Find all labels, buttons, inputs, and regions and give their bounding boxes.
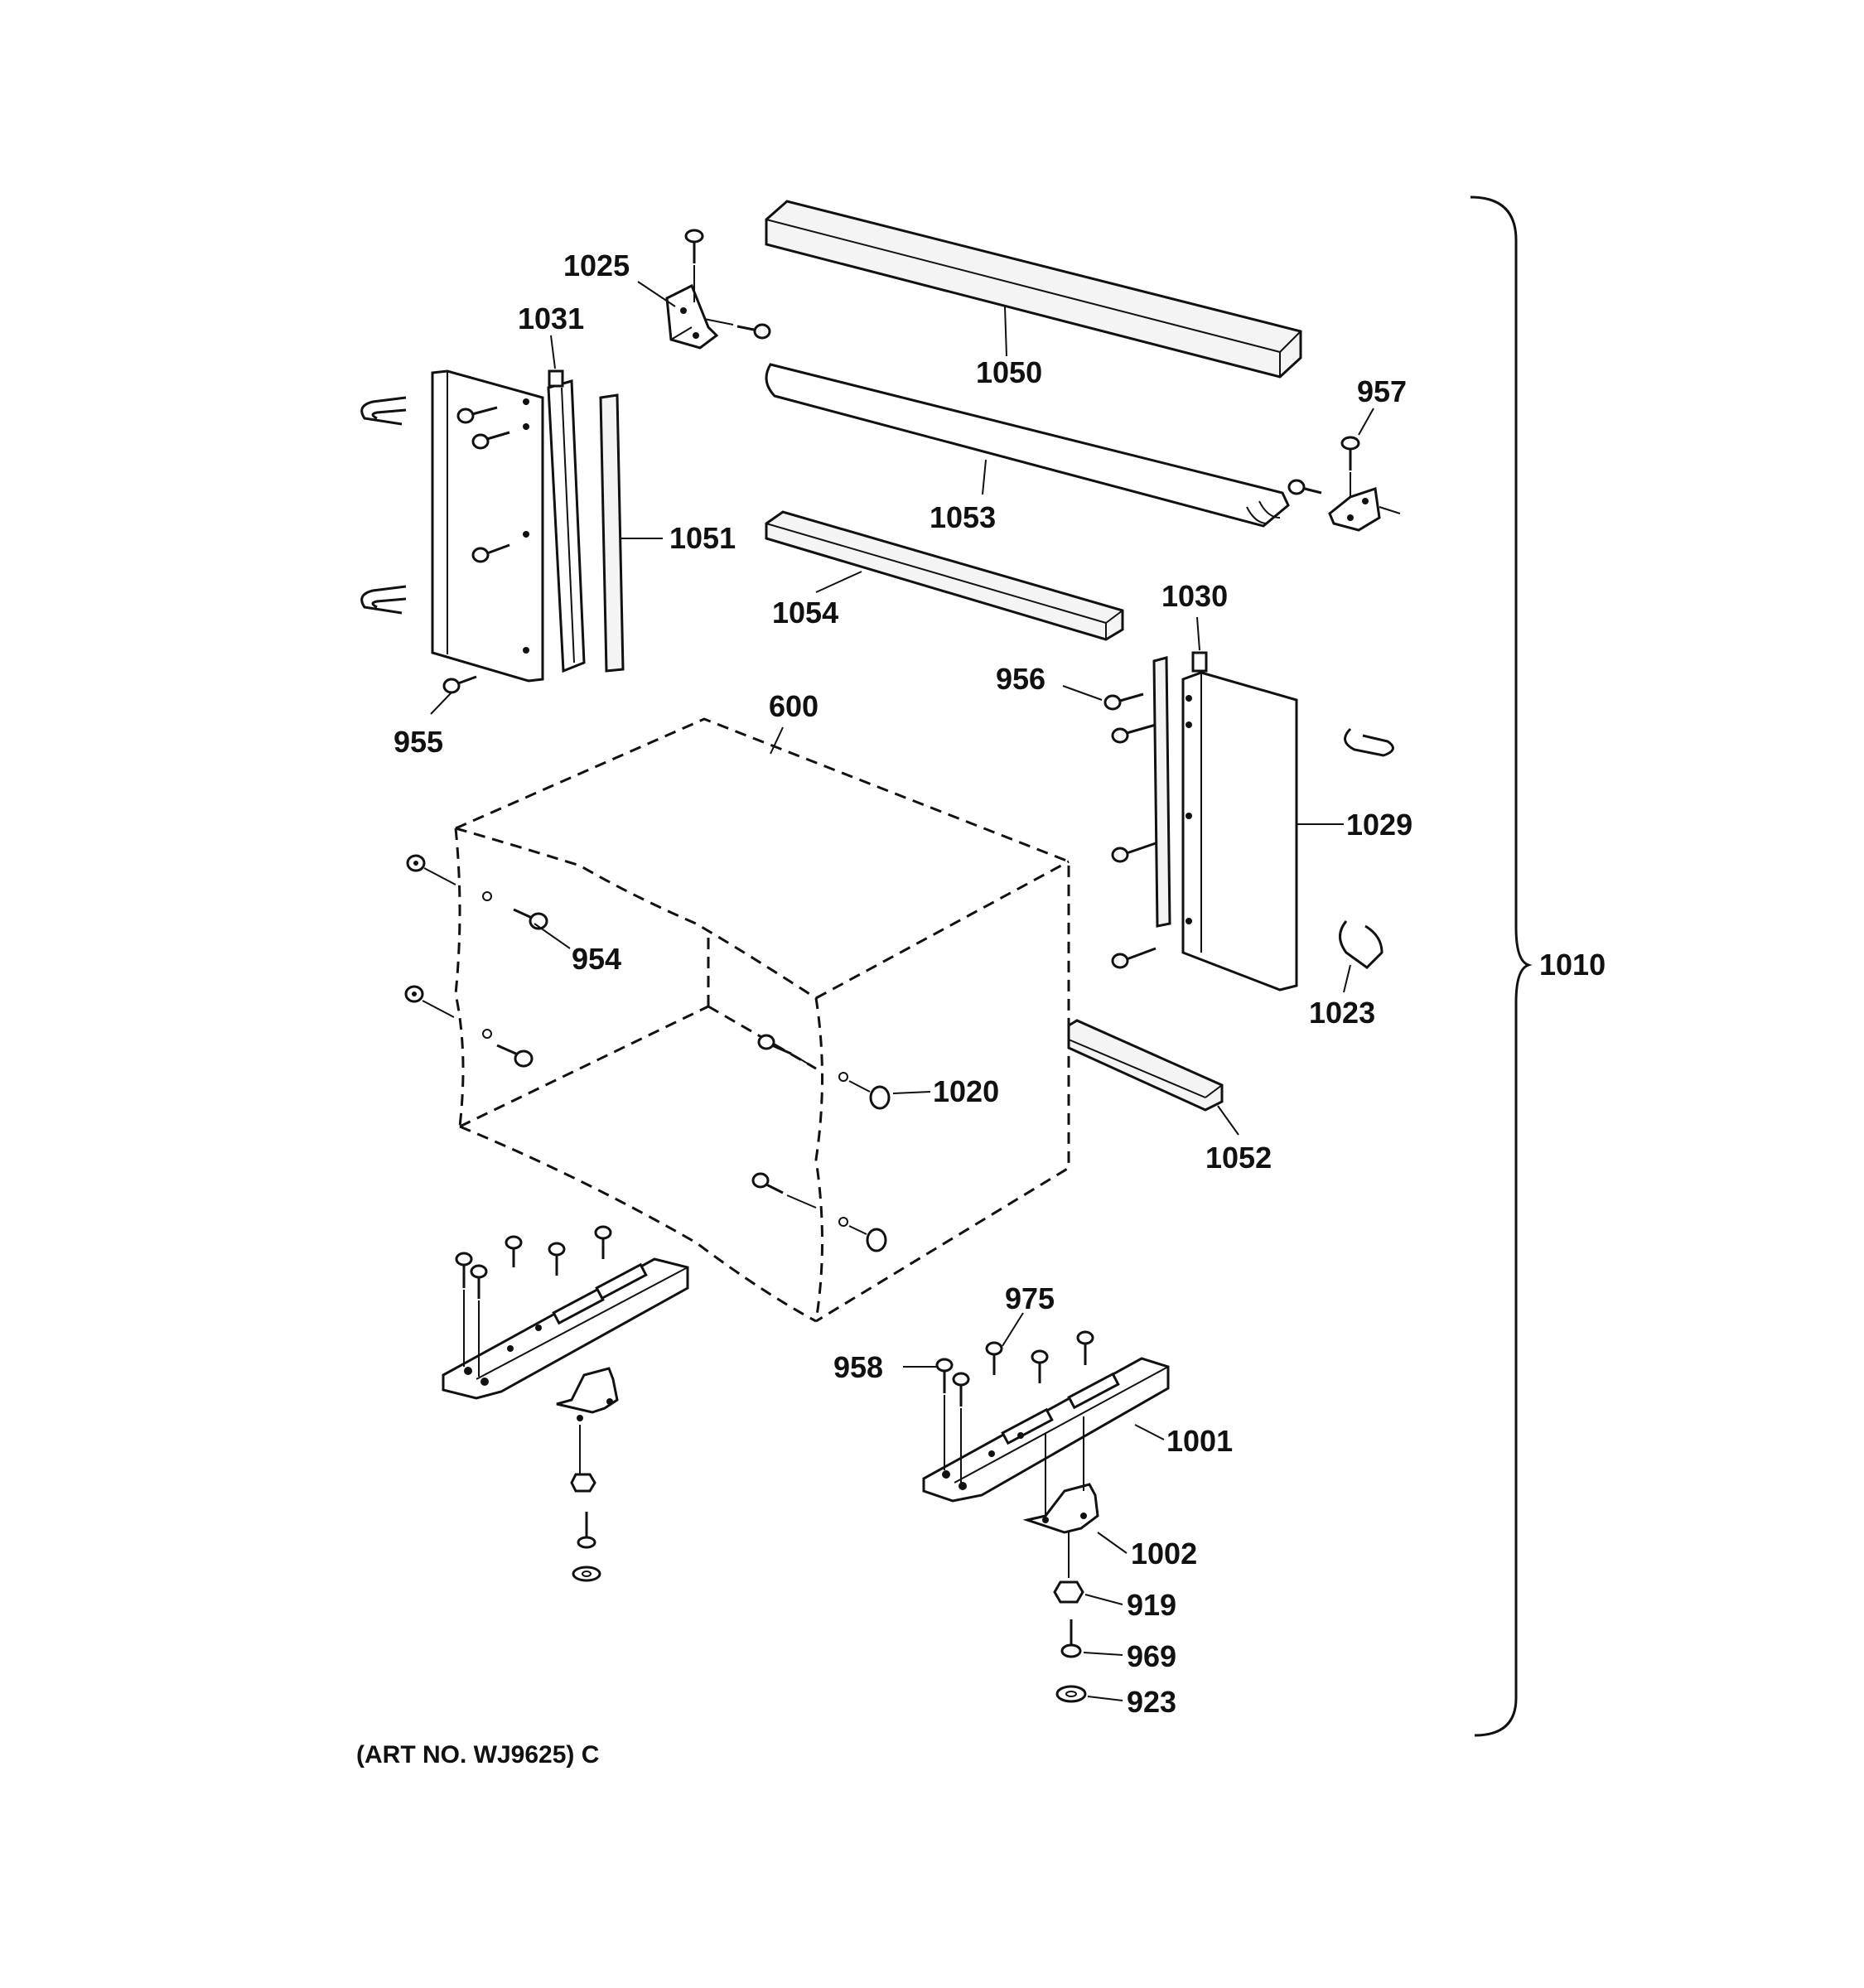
callout-969: 969 bbox=[1127, 1639, 1176, 1673]
callout-600: 600 bbox=[769, 689, 819, 723]
clip-icon bbox=[360, 585, 407, 615]
screw-icon bbox=[455, 1252, 473, 1288]
clip-icon bbox=[360, 396, 407, 426]
screw-icon bbox=[548, 1242, 566, 1276]
screw-icon bbox=[757, 1034, 792, 1055]
screw-icon bbox=[684, 229, 704, 263]
callout-1051: 1051 bbox=[669, 521, 736, 555]
screw-icon bbox=[482, 1029, 534, 1068]
nut-icon bbox=[1053, 1580, 1084, 1604]
leveling-bolt-icon bbox=[1060, 1619, 1082, 1658]
screw-icon bbox=[935, 1358, 954, 1393]
callout-1053: 1053 bbox=[930, 500, 996, 534]
screw-icon bbox=[594, 1225, 612, 1259]
callout-1029: 1029 bbox=[1346, 808, 1412, 842]
callout-1025: 1025 bbox=[563, 248, 630, 282]
part-1002-support-bracket bbox=[1022, 1483, 1099, 1534]
callout-957: 957 bbox=[1357, 374, 1407, 408]
callout-1023: 1023 bbox=[1309, 996, 1375, 1030]
part-base-rail-left bbox=[442, 1257, 689, 1421]
part-right-side-panel bbox=[1103, 651, 1298, 992]
callout-975: 975 bbox=[1005, 1281, 1055, 1315]
callout-1030: 1030 bbox=[1161, 579, 1228, 613]
clip-icon bbox=[1339, 920, 1384, 969]
part-1001-base-rail-right bbox=[922, 1357, 1170, 1503]
plug-icon bbox=[838, 1217, 887, 1252]
screw-icon bbox=[1103, 692, 1144, 711]
callout-919: 919 bbox=[1127, 1588, 1176, 1622]
callout-1031: 1031 bbox=[518, 302, 584, 335]
callout-1002: 1002 bbox=[1131, 1537, 1197, 1571]
screw-icon bbox=[1340, 436, 1360, 470]
part-1053-trim-strip bbox=[765, 363, 1290, 528]
screw-icon bbox=[456, 406, 498, 424]
nut-icon bbox=[406, 854, 426, 872]
screw-icon bbox=[1111, 723, 1157, 744]
nut-icon bbox=[570, 1473, 596, 1493]
screw-icon bbox=[471, 543, 510, 563]
callout-1054: 1054 bbox=[772, 596, 838, 630]
callout-955: 955 bbox=[394, 725, 443, 759]
screw-icon bbox=[471, 431, 510, 450]
callout-1001: 1001 bbox=[1166, 1424, 1233, 1458]
part-1052-foam-strip-bottom bbox=[1067, 1019, 1224, 1112]
part-left-side-panel bbox=[431, 369, 625, 694]
screw-icon bbox=[1031, 1349, 1049, 1383]
callout-956: 956 bbox=[996, 662, 1045, 696]
screw-icon bbox=[470, 1264, 488, 1299]
nut-icon bbox=[404, 985, 424, 1003]
callout-923: 923 bbox=[1127, 1685, 1176, 1719]
callout-1050: 1050 bbox=[976, 355, 1042, 389]
callout-labels: 1025 1031 1050 957 1051 1053 1054 1030 9… bbox=[394, 248, 1606, 1719]
screw-icon bbox=[985, 1341, 1003, 1375]
part-1050-foam-strip-top bbox=[765, 200, 1302, 379]
plug-icon bbox=[838, 1072, 891, 1110]
leveling-bolt-icon bbox=[577, 1512, 596, 1549]
callout-1010: 1010 bbox=[1539, 948, 1606, 982]
screw-icon bbox=[952, 1372, 970, 1407]
art-number: (ART NO. WJ9625) C bbox=[356, 1741, 599, 1768]
part-1054-foam-strip-middle bbox=[765, 510, 1124, 641]
callout-1020: 1020 bbox=[933, 1074, 999, 1108]
callout-1052: 1052 bbox=[1205, 1141, 1272, 1175]
screw-icon bbox=[1287, 479, 1322, 495]
screw-icon bbox=[1076, 1330, 1094, 1365]
screw-icon bbox=[482, 891, 548, 930]
assembly-brace-1010 bbox=[1470, 195, 1533, 1737]
washer-icon bbox=[1055, 1685, 1087, 1703]
callout-958: 958 bbox=[833, 1350, 883, 1384]
screw-icon bbox=[1111, 842, 1157, 863]
screw-icon bbox=[751, 1172, 784, 1194]
callout-954: 954 bbox=[572, 942, 621, 976]
part-600-cabinet-outline bbox=[454, 717, 1070, 1323]
washer-icon bbox=[572, 1566, 601, 1582]
clip-icon bbox=[1344, 727, 1394, 757]
screw-icon bbox=[505, 1235, 523, 1267]
part-957-angle-bracket bbox=[1287, 436, 1401, 532]
part-1025-angle-bracket bbox=[665, 229, 771, 350]
screw-icon bbox=[1111, 947, 1157, 969]
screw-icon bbox=[736, 323, 771, 340]
screw-icon bbox=[442, 675, 477, 694]
leader-lines bbox=[430, 281, 1374, 1701]
